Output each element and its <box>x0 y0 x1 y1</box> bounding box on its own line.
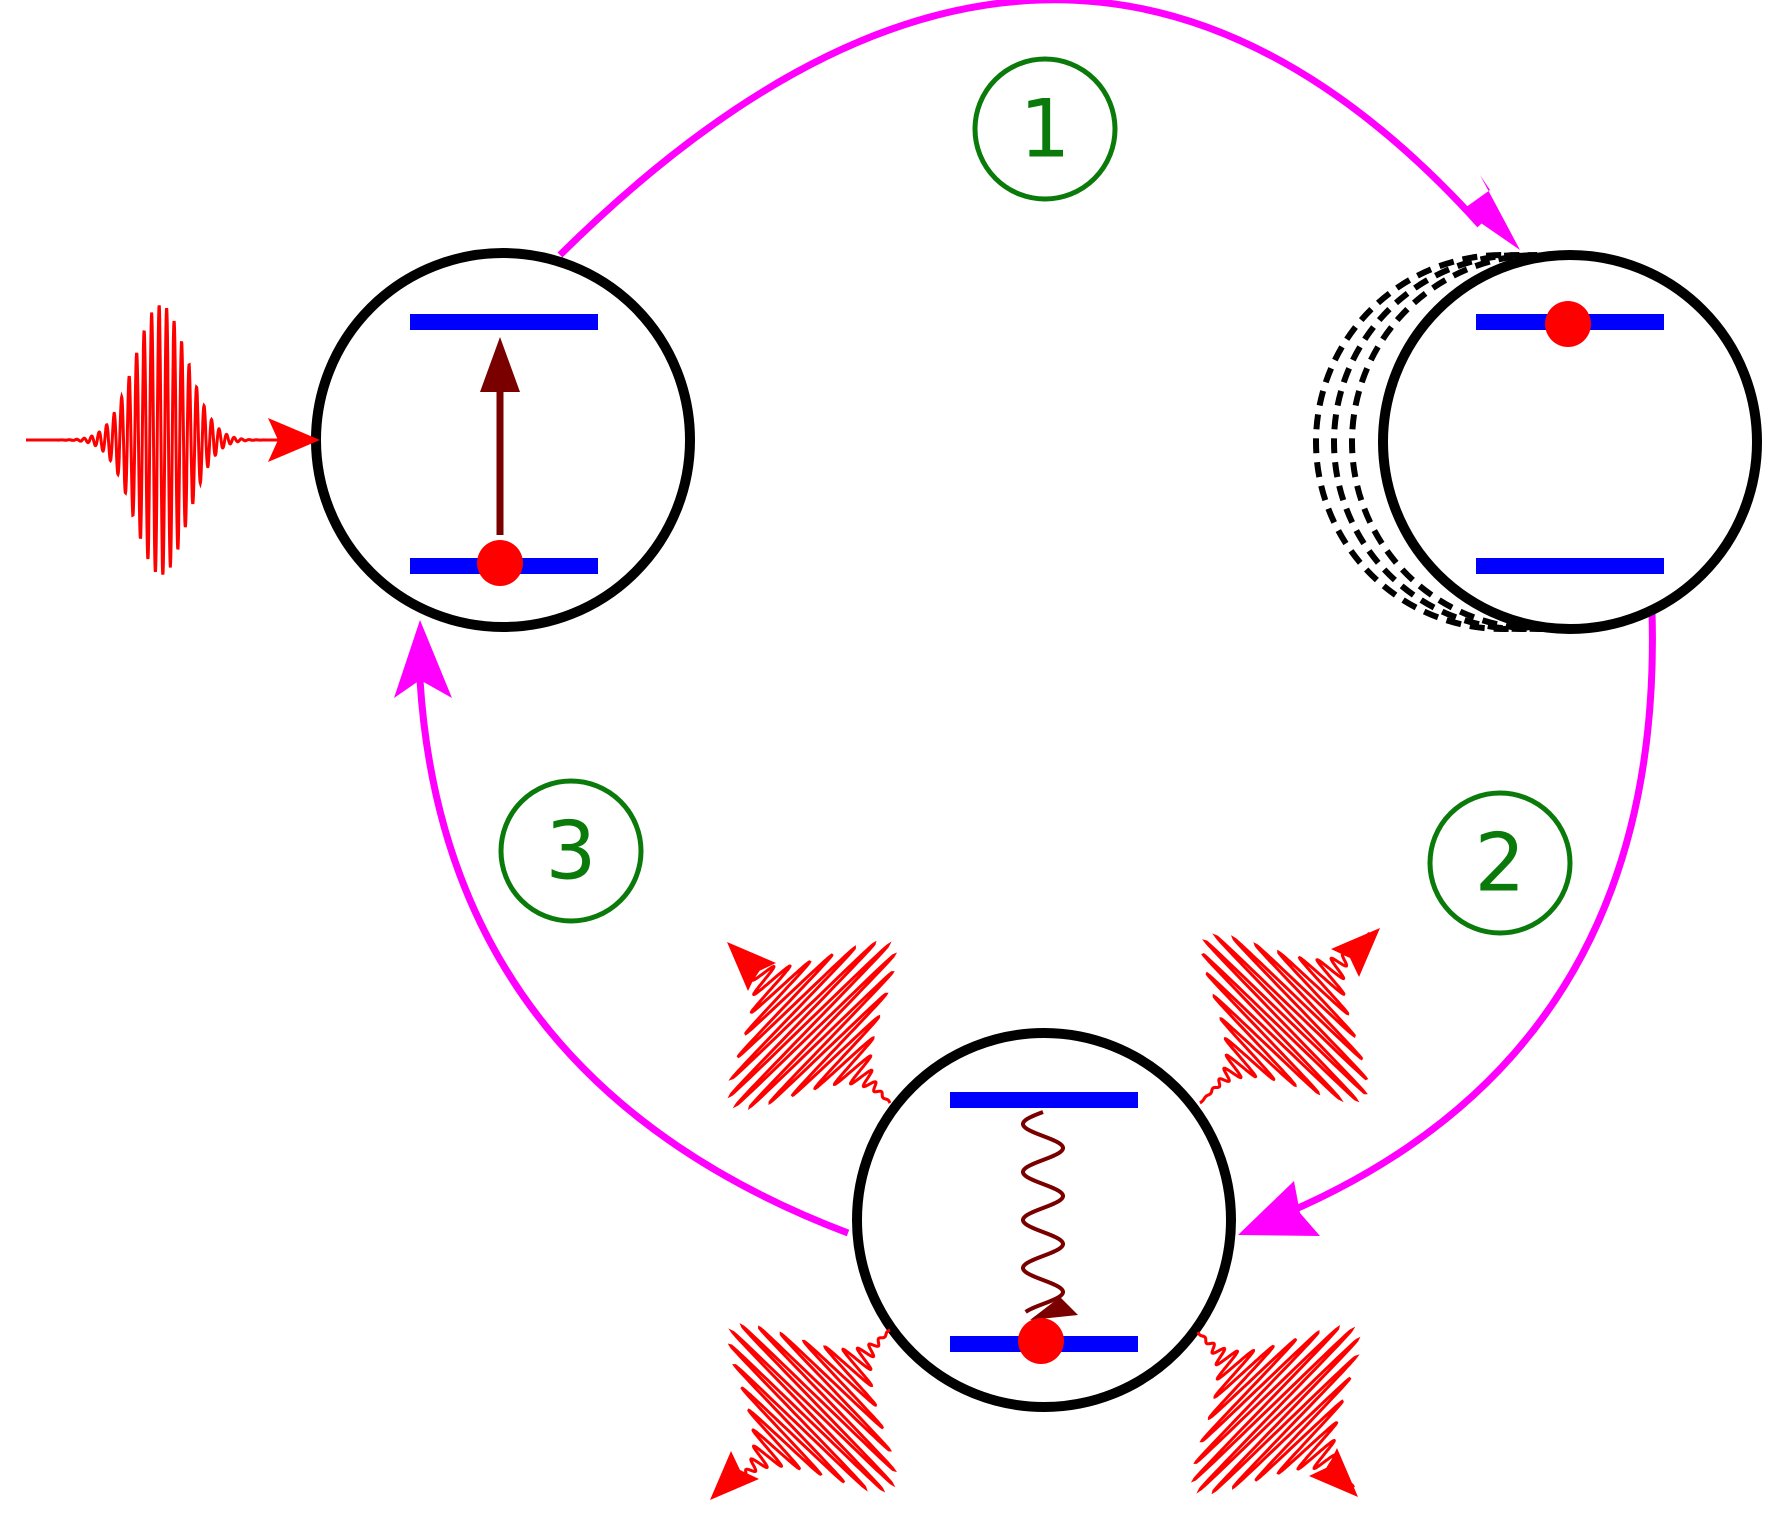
decay-wave-head <box>1030 1297 1078 1320</box>
emitted-photon-arrow-head <box>1309 1448 1358 1497</box>
emitted-photon-lower-left <box>710 1322 898 1500</box>
excitation-arrow-head <box>480 337 520 392</box>
emitted-photon-upper-right <box>1199 928 1380 1105</box>
cycle-arrow-3 <box>416 679 850 1237</box>
cycle-arrow-1 <box>557 0 1483 258</box>
incoming-photon-arrow-head <box>268 418 320 462</box>
atom-moving-excited <box>1313 250 1762 634</box>
step-badge-3 <box>498 778 644 924</box>
cycle-arrows <box>394 0 1656 1237</box>
emitted-photon-upper-left <box>727 940 898 1111</box>
atom-outline <box>852 1028 1236 1412</box>
decay-wave <box>1021 1110 1065 1314</box>
step-badge-2 <box>1427 790 1573 936</box>
photon-wavepacket-icon <box>727 940 898 1111</box>
step-labels: 1 2 3 <box>498 56 1573 936</box>
emitted-photons <box>710 928 1380 1500</box>
photon-wavepacket-icon <box>1199 931 1371 1105</box>
incoming-photon <box>26 305 320 575</box>
step-badge-1 <box>972 56 1118 202</box>
electron-dot-icon <box>477 540 523 586</box>
step-label-1: 1 <box>1020 83 1071 176</box>
step-label-3: 3 <box>546 805 597 898</box>
cycle-arrow-3-head <box>394 620 452 698</box>
atom-absorption <box>311 248 695 632</box>
cycle-arrow-1-head <box>1462 175 1520 250</box>
electron-dot-icon <box>1018 1318 1064 1364</box>
cycle-arrow-2-head <box>1238 1181 1320 1236</box>
electron-dot-icon <box>1545 301 1591 347</box>
cycle-arrow-2 <box>1268 611 1656 1224</box>
step-label-2: 2 <box>1475 817 1526 910</box>
photon-wavepacket-icon <box>26 305 296 575</box>
emitted-photon-arrow-head <box>1331 928 1380 977</box>
atom-emission <box>852 1028 1236 1412</box>
emitted-photon-arrow-head <box>710 1451 759 1500</box>
photon-wavepacket-icon <box>727 1322 898 1493</box>
emitted-photon-lower-right <box>1190 1324 1361 1497</box>
emitted-photon-arrow-head <box>727 942 776 991</box>
atom-outline <box>1378 250 1762 634</box>
atom-background <box>1383 255 1757 629</box>
